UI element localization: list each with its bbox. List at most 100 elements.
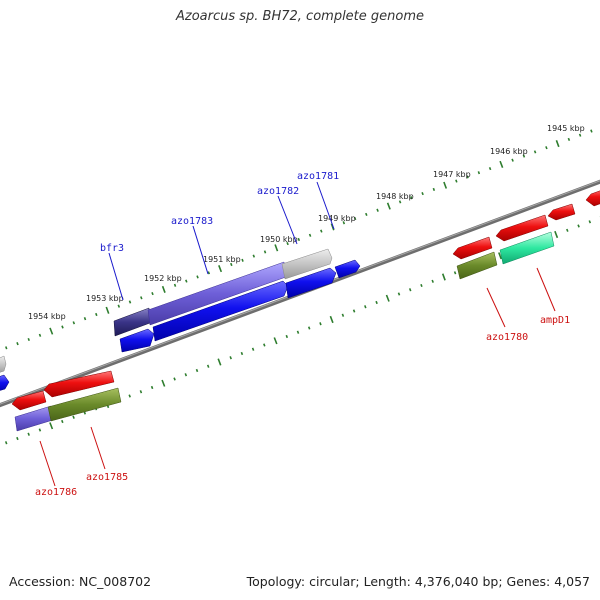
lower-ruler-minor-tick <box>296 330 300 334</box>
upper-ruler-minor-tick <box>185 279 188 283</box>
lower-ruler-minor-tick <box>195 368 199 373</box>
upper-ruler-minor-tick <box>286 242 289 246</box>
ruler-labels: 1954 kbp 1953 kbp 1952 kbp 1951 kbp 1950… <box>28 124 585 321</box>
lower-ruler-major-tick <box>273 337 278 345</box>
upper-ruler-minor-tick <box>151 292 154 296</box>
upper-ruler-minor-tick <box>252 254 256 258</box>
ruler-label-1951: 1951 kbp <box>203 255 241 264</box>
lower-ruler-minor-tick <box>588 220 592 224</box>
ruler-label-1954: 1954 kbp <box>28 312 66 321</box>
upper-ruler-minor-tick <box>466 175 469 179</box>
lower-ruler-minor-tick <box>285 334 289 339</box>
upper-ruler <box>5 129 593 350</box>
lower-ruler-minor-tick <box>206 364 210 368</box>
lower-ruler-minor-tick <box>397 292 401 296</box>
upper-ruler-minor-tick <box>432 187 436 191</box>
gene-azo1780[interactable] <box>456 251 498 280</box>
lower-ruler-minor-tick <box>38 428 42 432</box>
upper-ruler-minor-tick <box>5 346 8 350</box>
lower-ruler-minor-tick <box>352 309 356 313</box>
accession-text: Accession: NC_008702 <box>9 574 152 589</box>
upper-ruler-minor-tick <box>533 150 537 154</box>
ruler-label-1945: 1945 kbp <box>547 124 585 133</box>
gene-forward-3[interactable] <box>285 267 337 299</box>
lower-ruler-minor-tick <box>375 300 378 305</box>
upper-ruler-minor-tick <box>477 171 481 175</box>
lower-ruler-minor-tick <box>251 347 255 351</box>
lower-ruler-major-tick <box>161 379 166 387</box>
upper-ruler-minor-tick <box>72 321 76 325</box>
lower-ruler-minor-tick <box>341 313 345 317</box>
lower-ruler-minor-tick <box>150 385 154 390</box>
label-azo1786[interactable]: azo1786 <box>35 487 77 498</box>
upper-ruler-minor-tick <box>263 250 267 254</box>
gene-azo1782[interactable] <box>281 248 333 280</box>
gene-left-gray-partial[interactable] <box>0 355 7 374</box>
upper-ruler-minor-tick <box>16 342 19 346</box>
ruler-label-1950: 1950 kbp <box>260 235 298 244</box>
lower-ruler-minor-tick <box>566 228 569 232</box>
upper-ruler-major-tick <box>555 140 560 148</box>
topology-text: Topology: circular; Length: 4,376,040 bp… <box>246 574 590 589</box>
gene-forward-1[interactable] <box>119 328 155 353</box>
gene-reverse-upper-2[interactable] <box>495 214 549 242</box>
upper-ruler-minor-tick <box>365 212 368 216</box>
upper-ruler-minor-tick <box>196 275 199 279</box>
upper-ruler-minor-tick <box>421 192 424 196</box>
upper-ruler-major-tick <box>274 244 279 252</box>
upper-ruler-major-tick <box>218 265 223 273</box>
lower-ruler-major-tick <box>554 230 559 239</box>
gene-azo1781[interactable] <box>334 259 361 279</box>
upper-ruler-minor-tick <box>567 137 571 141</box>
upper-ruler-minor-tick <box>297 237 301 242</box>
gene-reverse-upper-4[interactable] <box>585 189 600 207</box>
label-azo1783[interactable]: azo1783 <box>171 216 213 227</box>
genome-title: Azoarcus sp. BH72, complete genome <box>175 9 425 24</box>
upper-ruler-minor-tick <box>455 179 458 183</box>
label-bfr3[interactable]: bfr3 <box>100 243 124 254</box>
label-azo1785[interactable]: azo1785 <box>86 472 128 483</box>
upper-ruler-minor-tick <box>61 325 64 329</box>
lower-ruler-minor-tick <box>27 432 30 436</box>
lower-ruler-minor-tick <box>4 441 8 445</box>
gene-left-blue-partial[interactable] <box>0 374 10 392</box>
upper-ruler-minor-tick <box>376 208 379 212</box>
gene-ampD1[interactable] <box>499 231 555 265</box>
lower-ruler-minor-tick <box>128 394 131 398</box>
upper-ruler-minor-tick <box>590 129 593 133</box>
upper-ruler-minor-tick <box>95 312 98 317</box>
ruler-label-1948: 1948 kbp <box>376 192 414 201</box>
ruler-label-1953: 1953 kbp <box>86 294 124 303</box>
lower-ruler-major-tick <box>441 273 446 281</box>
upper-ruler-minor-tick <box>83 317 87 321</box>
upper-ruler-major-tick <box>330 223 335 231</box>
lower-ruler-major-tick <box>329 315 334 324</box>
ruler-label-1947: 1947 kbp <box>433 170 471 179</box>
label-azo1781[interactable]: azo1781 <box>297 171 339 182</box>
gene-reverse-upper-1[interactable] <box>452 236 493 260</box>
upper-ruler-minor-tick <box>117 304 121 308</box>
upper-ruler-minor-tick <box>545 146 548 150</box>
gene-reverse-lower-1[interactable] <box>11 390 47 411</box>
lower-ruler-minor-tick <box>420 283 423 288</box>
ruler-label-1952: 1952 kbp <box>144 274 182 283</box>
upper-ruler-minor-tick <box>398 200 402 204</box>
lower-ruler-major-tick <box>49 422 54 430</box>
gene-reverse-upper-3[interactable] <box>547 203 576 221</box>
lower-ruler-minor-tick <box>408 288 412 292</box>
leader-azo1785 <box>90 426 106 470</box>
lower-ruler-minor-tick <box>72 415 75 419</box>
gene-reverse-lower-2[interactable] <box>43 370 115 398</box>
label-azo1780[interactable]: azo1780 <box>486 332 528 343</box>
upper-ruler-minor-tick <box>173 283 177 287</box>
upper-ruler-minor-tick <box>522 154 526 158</box>
lower-ruler-minor-tick <box>263 343 266 347</box>
ruler-label-1946: 1946 kbp <box>490 147 528 156</box>
label-ampD1[interactable]: ampD1 <box>540 315 570 326</box>
label-azo1782[interactable]: azo1782 <box>257 186 299 197</box>
lower-ruler-minor-tick <box>139 390 143 394</box>
gene-forward-2[interactable] <box>152 280 289 342</box>
gene-azo1785[interactable] <box>47 387 122 422</box>
upper-ruler-minor-tick <box>38 333 42 337</box>
